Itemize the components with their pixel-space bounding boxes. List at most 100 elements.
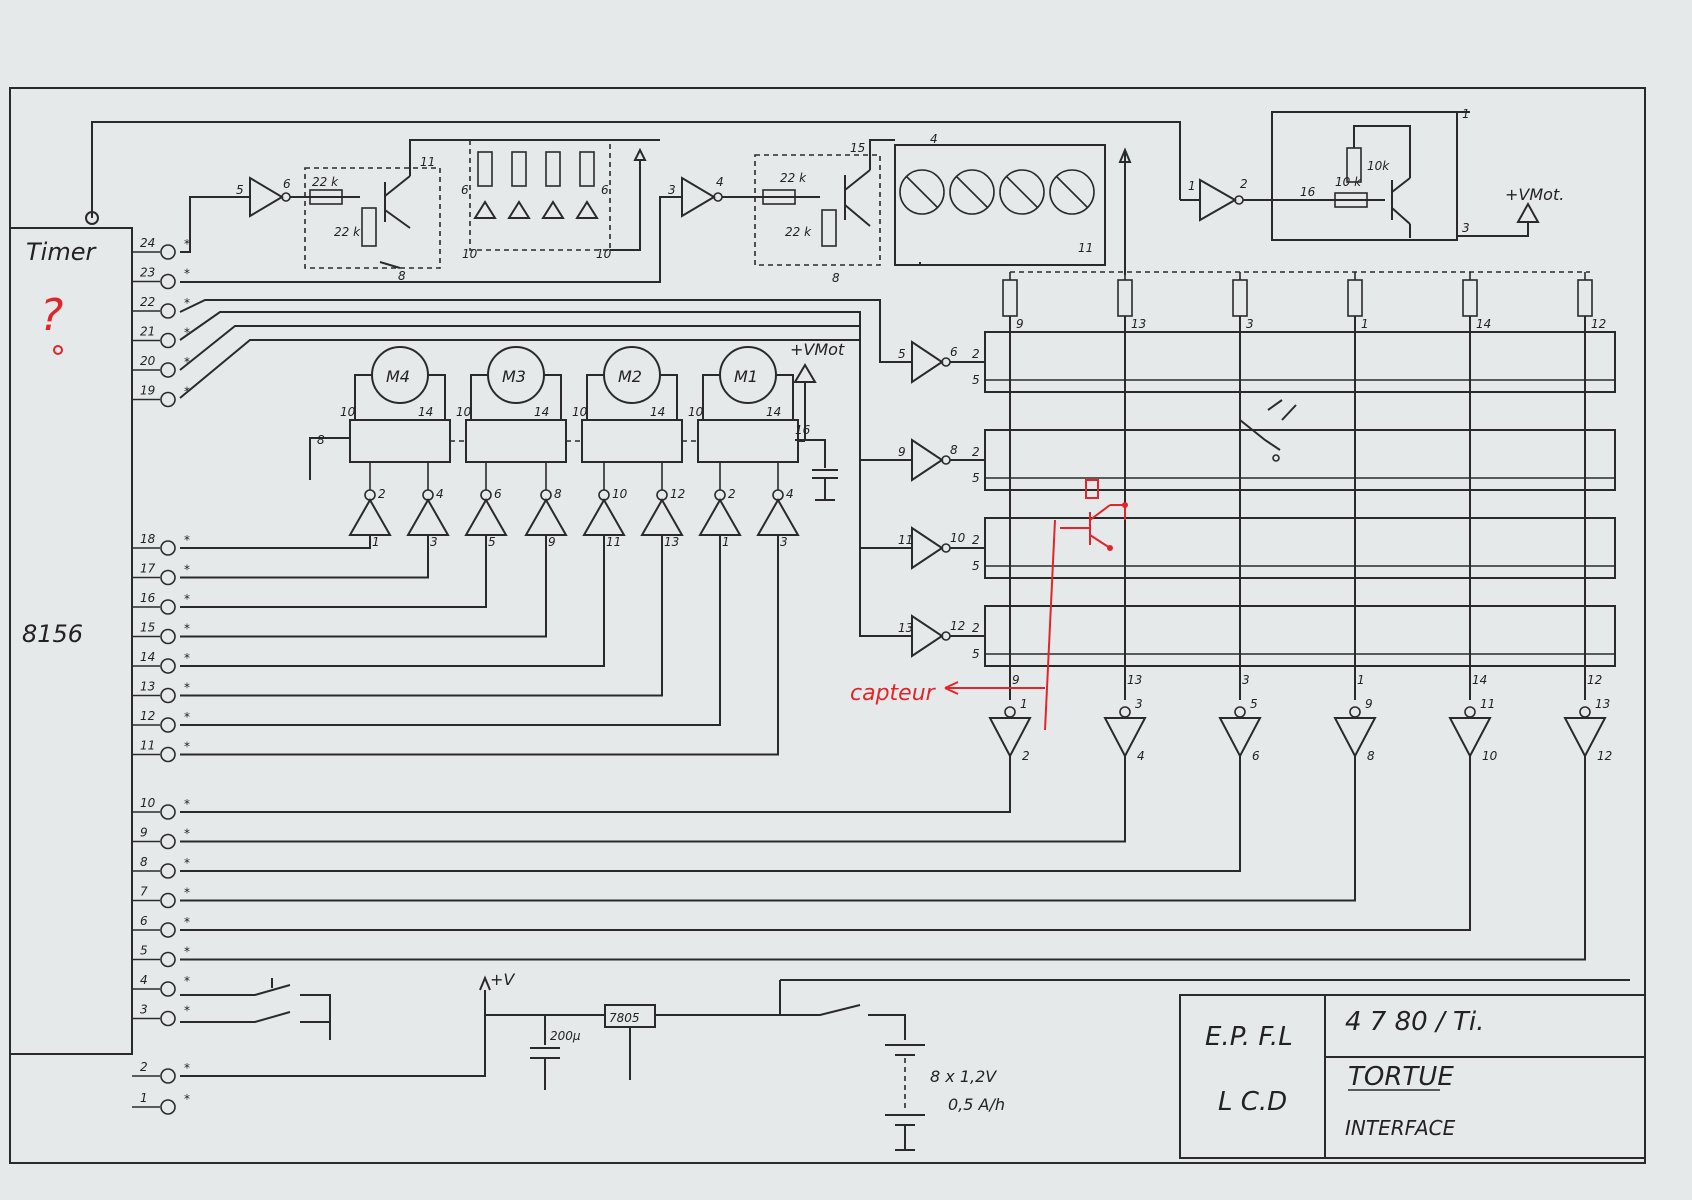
pin-number: 11 <box>140 739 155 753</box>
svg-text:*: * <box>184 533 190 547</box>
svg-text:14: 14 <box>534 405 549 419</box>
title-block-subtitle: INTERFACE <box>1345 1116 1456 1140</box>
svg-text:9: 9 <box>1016 317 1024 331</box>
svg-text:8: 8 <box>832 271 840 285</box>
svg-text:*: * <box>184 592 190 606</box>
pin-circle <box>160 273 176 290</box>
battery-label-2: 0,5 A/h <box>948 1095 1005 1114</box>
svg-text:2: 2 <box>1022 749 1030 763</box>
driver-block-1: 5 6 22 k 22 k 11 8 <box>180 139 660 283</box>
svg-text:5: 5 <box>1250 697 1258 711</box>
pin-circle <box>160 569 176 586</box>
svg-text:*: * <box>184 355 190 369</box>
pin-circle <box>160 833 176 850</box>
svg-text:3: 3 <box>1135 697 1143 711</box>
svg-text:1: 1 <box>1020 697 1028 711</box>
svg-text:14: 14 <box>1476 317 1491 331</box>
pin-circle <box>160 717 176 733</box>
svg-text:*: * <box>184 622 190 636</box>
diode-array: 6 6 10 10 <box>461 139 647 261</box>
svg-text:*: * <box>184 945 190 959</box>
svg-text:4: 4 <box>436 487 444 501</box>
svg-text:10: 10 <box>612 487 628 501</box>
pin-circle <box>160 362 176 378</box>
svg-text:11: 11 <box>898 533 913 547</box>
svg-text:13: 13 <box>1131 317 1146 331</box>
svg-text:1: 1 <box>1361 317 1369 331</box>
svg-text:11: 11 <box>420 155 435 169</box>
pin-number: 23 <box>140 266 155 280</box>
svg-text:8: 8 <box>950 443 958 457</box>
svg-text:1: 1 <box>372 535 380 549</box>
pin-number: 5 <box>140 944 148 958</box>
svg-text:*: * <box>184 237 190 251</box>
top-bus-wire <box>91 121 1181 218</box>
svg-text:6: 6 <box>283 177 291 191</box>
svg-text:3: 3 <box>1246 317 1254 331</box>
pin-number: 14 <box>140 650 155 664</box>
svg-text:12: 12 <box>1597 749 1612 763</box>
motor-label: M1 <box>734 367 758 386</box>
svg-text:11: 11 <box>1480 697 1495 711</box>
pin-circle <box>160 981 176 997</box>
pin-circle <box>160 599 176 615</box>
svg-text:5: 5 <box>972 471 980 485</box>
pin-circle <box>160 687 176 704</box>
pin-number: 2 <box>140 1060 148 1074</box>
title-block-org1: E.P. F.L <box>1205 1022 1293 1052</box>
lamp-array: 4 11 <box>894 132 1132 275</box>
resistor-label-4: 22 k <box>785 225 812 239</box>
svg-text:*: * <box>184 1061 190 1075</box>
pin-circle <box>160 540 176 556</box>
svg-text:10: 10 <box>456 405 472 419</box>
pin-circle <box>160 746 176 763</box>
pin-number: 16 <box>140 591 156 605</box>
low-pin-wires <box>180 756 1586 961</box>
svg-text:9: 9 <box>1365 697 1373 711</box>
svg-text:10: 10 <box>340 405 356 419</box>
svg-text:14: 14 <box>418 405 433 419</box>
driver-block-2: 3 4 22 k 22 k 15 8 <box>180 139 895 285</box>
svg-text:13: 13 <box>1127 673 1142 687</box>
svg-text:6: 6 <box>494 487 502 501</box>
motor-label: M3 <box>502 367 526 386</box>
svg-text:3: 3 <box>1242 673 1250 687</box>
svg-text:13: 13 <box>898 621 913 635</box>
svg-text:*: * <box>184 915 190 929</box>
svg-text:12: 12 <box>670 487 685 501</box>
svg-text:4: 4 <box>786 487 794 501</box>
vmot-label-1: +VMot <box>790 340 845 359</box>
svg-text:12: 12 <box>1587 673 1602 687</box>
pin-group-mid: 18*17*16*15*14*13*12*11* <box>132 532 190 763</box>
svg-text:8: 8 <box>554 487 562 501</box>
svg-text:9: 9 <box>548 535 556 549</box>
svg-text:*: * <box>184 267 190 281</box>
pin-number: 20 <box>140 354 156 368</box>
pin-group-supply: 2*1* <box>132 1060 190 1115</box>
resistor-label-3: 22 k <box>780 171 807 185</box>
pin-group-low: 10*9*8*7*6*5*4*3* <box>132 796 190 1027</box>
motor-label: M4 <box>386 367 410 386</box>
svg-text:*: * <box>184 974 190 988</box>
svg-text:*: * <box>184 326 190 340</box>
chip-label-timer: Timer <box>26 238 97 266</box>
svg-text:2: 2 <box>972 621 980 635</box>
resistor-label-1: 22 k <box>312 175 339 189</box>
pin-number: 1 <box>140 1091 148 1105</box>
svg-text:5: 5 <box>972 373 980 387</box>
svg-text:10: 10 <box>688 405 704 419</box>
svg-text:12: 12 <box>950 619 965 633</box>
svg-text:2: 2 <box>972 533 980 547</box>
svg-text:*: * <box>184 651 190 665</box>
svg-text:14: 14 <box>1472 673 1487 687</box>
svg-text:*: * <box>184 886 190 900</box>
svg-text:*: * <box>184 710 190 724</box>
svg-text:3: 3 <box>430 535 438 549</box>
svg-text:*: * <box>184 827 190 841</box>
svg-text:4: 4 <box>716 175 724 189</box>
pin-number: 7 <box>140 885 148 899</box>
svg-text:4: 4 <box>1137 749 1145 763</box>
